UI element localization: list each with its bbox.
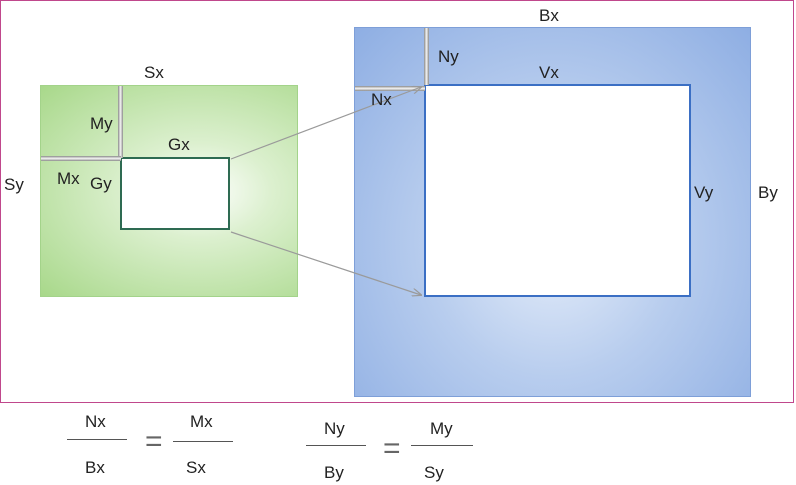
label-sy: Sy (4, 175, 24, 194)
label-gy: Gy (90, 174, 112, 193)
offset-x-bar (355, 86, 425, 91)
eq2-rhs-numerator: My (430, 419, 453, 438)
eq2-lhs-numerator: Ny (324, 419, 345, 438)
label-nx: Nx (371, 90, 392, 109)
eq2-rhs-denominator: Sy (424, 463, 444, 482)
eq1-rhs-denominator: Sx (186, 458, 206, 477)
label-vx: Vx (539, 63, 559, 82)
eq1-rhs-numerator: Mx (190, 412, 213, 431)
eq2-lhs-denominator: By (324, 463, 344, 482)
label-bx: Bx (539, 6, 559, 25)
top-mapping-arrow (230, 87, 421, 160)
eq1-equals-sign: = (145, 425, 163, 458)
offset-y-bar (424, 28, 429, 85)
diagram-frame (0, 0, 794, 403)
eq2-lhs-fraction-bar (306, 445, 366, 446)
label-gx: Gx (168, 135, 190, 154)
label-my: My (90, 114, 113, 133)
eq2-equals-sign: = (383, 432, 401, 465)
eq1-rhs-fraction-bar (173, 441, 233, 442)
eq1-lhs-fraction-bar (67, 439, 127, 440)
eq2-rhs-fraction-bar (411, 445, 473, 446)
target-window (424, 84, 691, 297)
label-by: By (758, 183, 778, 202)
margin-y-bar (118, 86, 123, 158)
eq1-lhs-numerator: Nx (85, 412, 106, 431)
source-window (120, 157, 230, 230)
label-mx: Mx (57, 169, 80, 188)
label-sx: Sx (144, 63, 164, 82)
label-vy: Vy (694, 183, 714, 202)
label-ny: Ny (438, 47, 459, 66)
source-rectangle (40, 85, 298, 297)
eq1-lhs-denominator: Bx (85, 458, 105, 477)
bottom-mapping-arrow (230, 231, 421, 295)
margin-x-bar (41, 156, 121, 161)
